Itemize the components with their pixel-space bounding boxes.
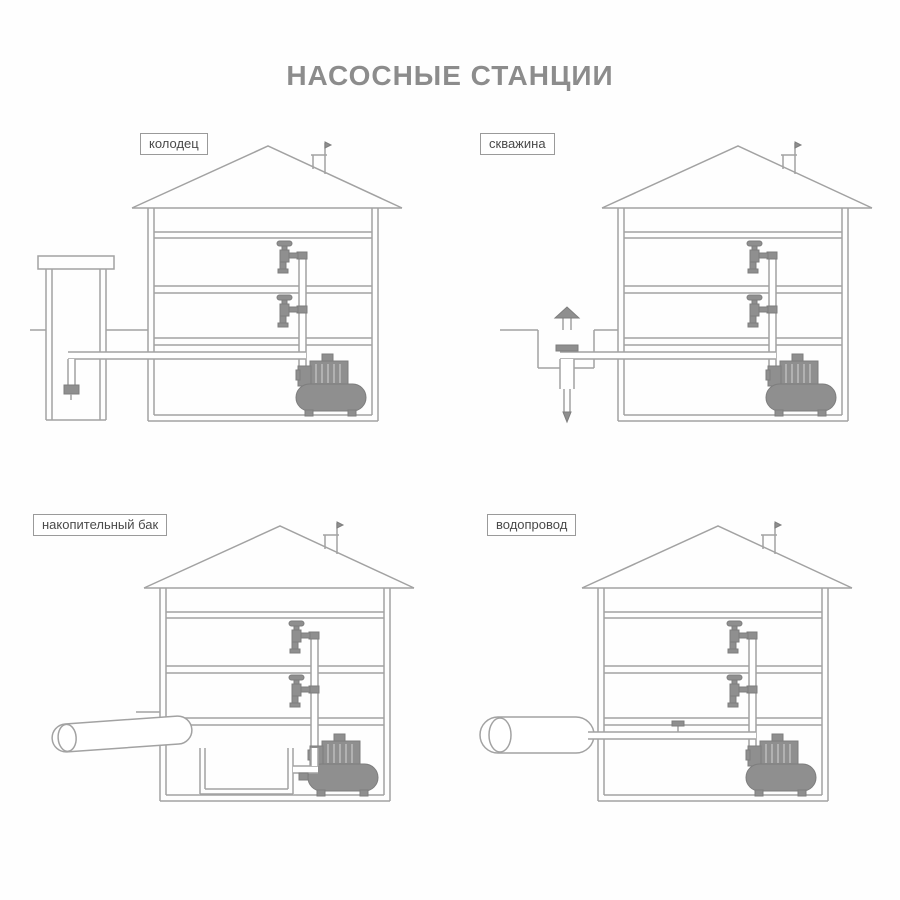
page-title: НАСОСНЫЕ СТАНЦИИ (286, 60, 614, 91)
inflow-cylinder-icon (51, 715, 193, 753)
house-icon (582, 522, 852, 801)
supply-pipe (584, 720, 756, 740)
borehole-casing-icon (555, 344, 579, 424)
label-storage-tank: накопительный бак (33, 514, 168, 536)
well-shaft-icon (37, 255, 115, 421)
suction-pipe (63, 351, 306, 400)
house-icon (144, 522, 414, 801)
borehole-diagram (500, 128, 900, 424)
label-water-main: водопровод (487, 514, 577, 536)
vent-cap-icon (553, 306, 581, 330)
water-main-diagram (479, 508, 888, 808)
suction-pipe (293, 748, 319, 781)
house-icon (602, 142, 872, 421)
house-icon (132, 142, 402, 421)
suction-pipe (560, 351, 776, 360)
check-valve-icon (298, 772, 309, 781)
foot-valve-icon (63, 384, 80, 395)
label-borehole: скважина (480, 133, 555, 155)
water-main-pipe-icon (479, 716, 595, 754)
storage-tank-icon (199, 748, 294, 795)
well-diagram (30, 128, 438, 428)
label-well: колодец (140, 133, 208, 155)
storage-tank-diagram (51, 508, 450, 808)
shutoff-valve-icon (671, 720, 685, 727)
